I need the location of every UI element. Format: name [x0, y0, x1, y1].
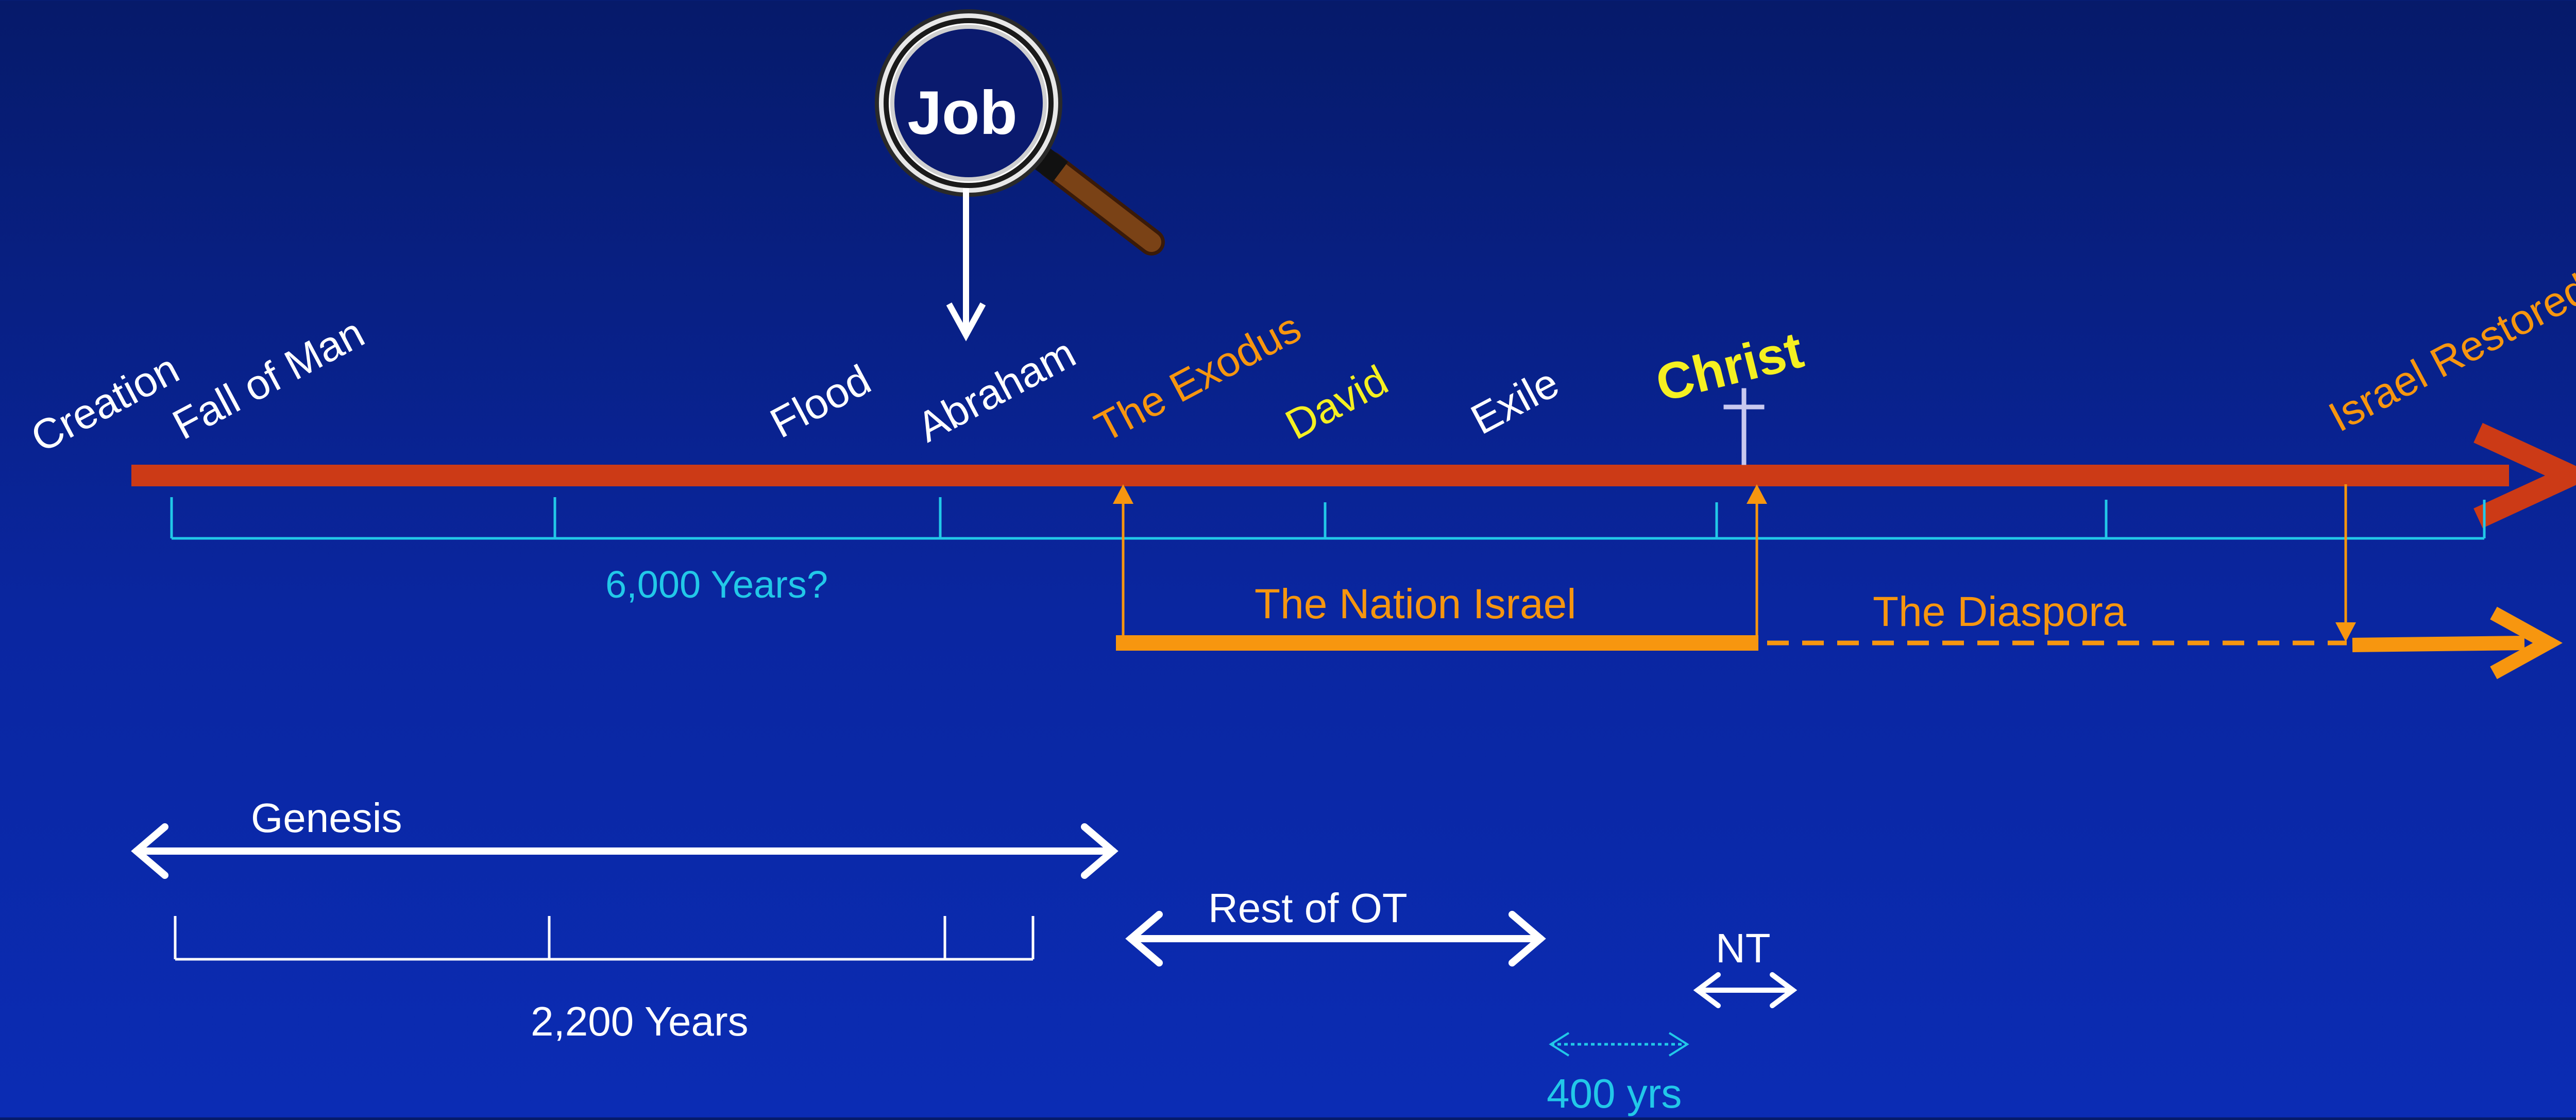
magnifier-label: Job	[907, 78, 1017, 147]
event-flood: Flood	[763, 356, 878, 447]
silent-years-arrow	[1549, 1032, 1689, 1057]
silent-years-label: 400 yrs	[1547, 1071, 1682, 1116]
nation-israel-label: The Nation Israel	[1255, 581, 1576, 627]
magnifying-glass-icon: Job	[875, 9, 1165, 256]
job-pointer-arrow	[946, 188, 986, 342]
event-exile: Exile	[1464, 359, 1567, 444]
event-israel-restored: Israel Restored	[2321, 265, 2576, 441]
event-labels: Creation Fall of Man Flood Abraham The E…	[24, 265, 2576, 462]
rest-of-ot-label: Rest of OT	[1208, 885, 1408, 931]
main-timeline-arrow	[131, 422, 2576, 529]
cross-icon	[1723, 388, 1765, 465]
year-scale-ruler	[170, 497, 2486, 540]
genesis-label: Genesis	[251, 795, 402, 841]
event-abraham: Abraham	[910, 329, 1083, 451]
event-david: David	[1278, 357, 1396, 449]
event-fall-of-man: Fall of Man	[165, 309, 372, 449]
nt-arrow	[1693, 972, 1798, 1008]
rest-of-ot-arrow	[1125, 911, 1546, 966]
genesis-years-bracket	[174, 916, 1035, 961]
genesis-years-label: 2,200 Years	[531, 998, 749, 1044]
event-exodus: The Exodus	[1088, 304, 1309, 451]
event-christ: Christ	[1650, 321, 1808, 413]
genesis-arrow	[131, 823, 1118, 879]
nation-israel-bar	[1113, 484, 1767, 651]
event-creation: Creation	[24, 345, 187, 462]
diaspora-label: The Diaspora	[1873, 588, 2127, 635]
years-label: 6,000 Years?	[605, 563, 828, 606]
diaspora-line	[1767, 484, 2563, 680]
nt-label: NT	[1716, 925, 1771, 971]
